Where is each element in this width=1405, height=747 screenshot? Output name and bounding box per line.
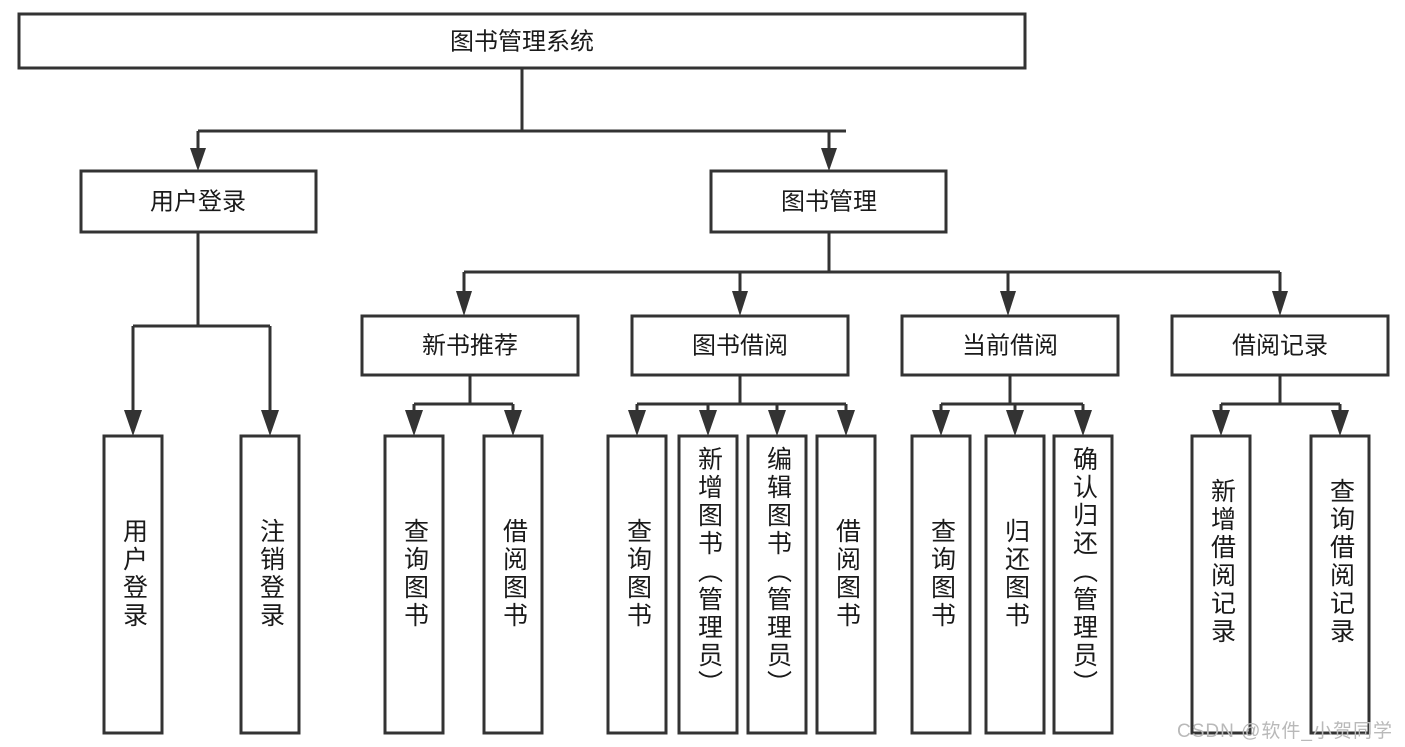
- node-leaf-query-record[interactable]: 查询借阅记录: [1311, 436, 1369, 733]
- arrowhead-user-login-icon: [190, 148, 206, 171]
- node-new-book-recommend-label: 新书推荐: [422, 332, 518, 359]
- node-new-book-recommend[interactable]: 新书推荐: [360, 314, 580, 377]
- arrowhead-leaf-borrow-book-2-icon: [837, 410, 855, 436]
- node-leaf-query-book-3-label: 查询图书: [927, 518, 956, 630]
- node-root-label: 图书管理系统: [450, 28, 594, 55]
- node-leaf-query-book-3[interactable]: 查询图书: [912, 436, 970, 733]
- arrowhead-leaf-add-record-icon: [1212, 410, 1230, 436]
- arrowhead-leaf-query-book-2-icon: [628, 410, 646, 436]
- node-leaf-return-book-label: 归还图书: [1001, 518, 1030, 630]
- node-leaf-query-book-2-label: 查询图书: [623, 518, 652, 630]
- arrowhead-book-borrow-icon: [732, 291, 748, 316]
- node-leaf-query-book-1-rect[interactable]: [383, 434, 445, 735]
- node-leaf-confirm-return-label: 确认归还（管理员）: [1069, 446, 1098, 698]
- node-root-rect[interactable]: [17, 12, 1027, 70]
- node-leaf-query-record-rect[interactable]: [1309, 434, 1371, 735]
- arrowhead-leaf-query-book-3-icon: [932, 410, 950, 436]
- node-leaf-edit-book-rect[interactable]: [746, 434, 808, 735]
- node-current-borrow[interactable]: 当前借阅: [900, 314, 1120, 377]
- arrowhead-current-borrow-icon: [1000, 291, 1016, 316]
- arrowhead-new-book-recommend-icon: [456, 291, 472, 316]
- node-leaf-query-book-1[interactable]: 查询图书: [385, 436, 443, 733]
- arrowhead-borrow-record-icon: [1272, 291, 1288, 316]
- arrowhead-leaf-add-book-icon: [699, 410, 717, 436]
- node-leaf-user-logout[interactable]: 注销登录: [241, 436, 299, 733]
- node-book-borrow-label: 图书借阅: [692, 332, 788, 359]
- node-leaf-edit-book[interactable]: 编辑图书（管理员）: [748, 436, 806, 733]
- node-leaf-user-logout-label: 注销登录: [256, 518, 285, 630]
- node-borrow-record-rect[interactable]: [1170, 314, 1390, 377]
- node-book-manage[interactable]: 图书管理: [709, 169, 948, 234]
- node-leaf-query-record-label: 查询借阅记录: [1326, 478, 1355, 646]
- node-leaf-borrow-book-1-rect[interactable]: [482, 434, 544, 735]
- node-leaf-borrow-book-2-label: 借阅图书: [832, 518, 861, 630]
- node-leaf-borrow-book-2[interactable]: 借阅图书: [817, 436, 875, 733]
- node-borrow-record[interactable]: 借阅记录: [1170, 314, 1390, 377]
- arrowhead-book-manage-icon: [821, 148, 837, 171]
- node-leaf-confirm-return[interactable]: 确认归还（管理员）: [1054, 436, 1112, 733]
- node-leaf-borrow-book-2-rect[interactable]: [815, 434, 877, 735]
- node-user-login[interactable]: 用户登录: [79, 169, 318, 234]
- node-leaf-return-book-rect[interactable]: [984, 434, 1046, 735]
- arrowhead-leaf-return-book-icon: [1006, 410, 1024, 436]
- node-user-login-label: 用户登录: [150, 188, 246, 215]
- arrowhead-leaf-edit-book-icon: [768, 410, 786, 436]
- arrowhead-leaf-confirm-return-icon: [1074, 410, 1092, 436]
- node-leaf-add-book[interactable]: 新增图书（管理员）: [679, 436, 737, 733]
- node-leaf-borrow-book-1[interactable]: 借阅图书: [484, 436, 542, 733]
- node-leaf-add-record-rect[interactable]: [1190, 434, 1252, 735]
- node-current-borrow-rect[interactable]: [900, 314, 1120, 377]
- node-leaf-add-record[interactable]: 新增借阅记录: [1192, 436, 1250, 733]
- node-leaf-confirm-return-rect[interactable]: [1052, 434, 1114, 735]
- node-book-borrow-rect[interactable]: [630, 314, 850, 377]
- leaf-rects-group: [102, 434, 1371, 735]
- node-book-borrow[interactable]: 图书借阅: [630, 314, 850, 377]
- connectors-group: [124, 68, 1349, 436]
- arrowhead-leaf-query-record-icon: [1331, 410, 1349, 436]
- arrowhead-leaf-query-book-1-icon: [405, 410, 423, 436]
- node-borrow-record-label: 借阅记录: [1232, 332, 1328, 359]
- node-leaf-edit-book-label: 编辑图书（管理员）: [763, 446, 792, 698]
- node-leaf-add-book-label: 新增图书（管理员）: [694, 446, 723, 698]
- node-user-login-rect[interactable]: [79, 169, 318, 234]
- node-leaf-borrow-book-1-label: 借阅图书: [499, 518, 528, 630]
- node-leaf-query-book-2[interactable]: 查询图书: [608, 436, 666, 733]
- node-new-book-recommend-rect[interactable]: [360, 314, 580, 377]
- arrowhead-leaf-user-logout-icon: [261, 410, 279, 436]
- node-root[interactable]: 图书管理系统: [17, 12, 1027, 70]
- node-leaf-user-login[interactable]: 用户登录: [104, 436, 162, 733]
- node-book-manage-rect[interactable]: [709, 169, 948, 234]
- arrowhead-leaf-user-login-icon: [124, 410, 142, 436]
- node-leaf-user-logout-rect[interactable]: [239, 434, 301, 735]
- node-book-manage-label: 图书管理: [781, 188, 877, 215]
- node-leaf-query-book-1-label: 查询图书: [400, 518, 429, 630]
- node-leaf-add-book-rect[interactable]: [677, 434, 739, 735]
- node-leaf-query-book-2-rect[interactable]: [606, 434, 668, 735]
- node-leaf-user-login-rect[interactable]: [102, 434, 164, 735]
- csdn-watermark: CSDN @软件_小贺同学: [1177, 721, 1393, 742]
- node-current-borrow-label: 当前借阅: [962, 332, 1058, 359]
- node-leaf-return-book[interactable]: 归还图书: [986, 436, 1044, 733]
- node-leaf-user-login-label: 用户登录: [119, 518, 148, 630]
- node-leaf-query-book-3-rect[interactable]: [910, 434, 972, 735]
- node-leaf-add-record-label: 新增借阅记录: [1207, 478, 1236, 646]
- arrowhead-leaf-borrow-book-1-icon: [504, 410, 522, 436]
